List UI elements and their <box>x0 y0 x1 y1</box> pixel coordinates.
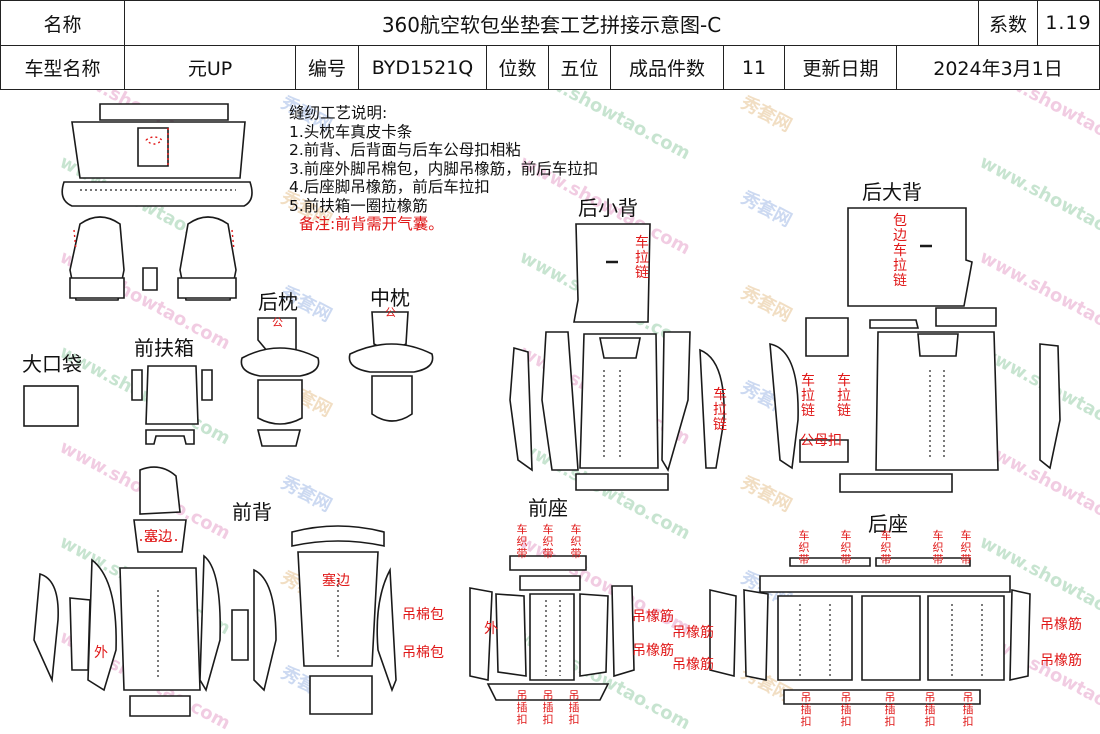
date-value: 2024年3月1日 <box>896 45 1100 90</box>
sewing-notes: 缝纫工艺说明: 1.头枕车真皮卡条 2.前背、后背面与后车公母扣相粘 3.前座外… <box>289 104 598 234</box>
rear-big-back-parts <box>769 207 1061 493</box>
front-seats-overview <box>69 216 237 301</box>
annot-strap-rs-4: 车织带 <box>932 529 944 566</box>
annot-strap-fs-3: 车织带 <box>570 523 582 560</box>
notes-line-5: 5.前扶箱一圈拉橡筋 <box>289 196 428 215</box>
front-back-parts <box>33 466 397 717</box>
big-pocket-part <box>23 385 79 427</box>
annot-cotton-bag-2: 吊棉包 <box>402 645 444 661</box>
pieces-value: 11 <box>723 45 785 90</box>
annot-strap-fs-1: 车织带 <box>516 523 528 560</box>
notes-remark: 备注:前背需开气囊。 <box>299 215 444 233</box>
seats-label: 位数 <box>486 45 549 90</box>
annot-elastic-1: 吊橡筋 <box>632 609 674 625</box>
annot-gong-1: 公 <box>272 316 283 329</box>
label-front-seat: 前座 <box>528 496 568 520</box>
label-front-armrest: 前扶箱 <box>134 336 194 360</box>
annot-elastic-5: 吊橡筋 <box>1040 617 1082 633</box>
annot-buckle-rs-1: 吊插扣 <box>800 691 812 728</box>
rear-small-back-parts <box>509 223 725 491</box>
annot-strap-rs-5: 车织带 <box>960 529 972 566</box>
label-rear-headrest: 后枕 <box>258 290 298 314</box>
annot-elastic-6: 吊橡筋 <box>1040 653 1082 669</box>
notes-line-2: 2.前背、后背面与后车公母扣相粘 <box>289 141 521 159</box>
label-front-back: 前背 <box>232 500 272 524</box>
annot-elastic-4: 吊橡筋 <box>672 657 714 673</box>
annot-gong-2: 公 <box>385 306 396 319</box>
pieces-label: 成品件数 <box>610 45 724 90</box>
mid-headrest-parts <box>348 311 434 422</box>
annot-elastic-3: 吊橡筋 <box>632 643 674 659</box>
annot-outer-2: 外 <box>484 621 498 637</box>
annot-zipper-big-left: 车拉链 <box>801 373 815 419</box>
notes-line-3: 3.前座外脚吊棉包，内脚吊橡筋，前后车拉扣 <box>289 159 599 178</box>
seats-value: 五位 <box>548 45 611 90</box>
annot-buckle-rs-3: 吊插扣 <box>884 691 896 728</box>
annot-buckle-rs-5: 吊插扣 <box>962 691 974 728</box>
annot-zipper-right: 车拉链 <box>713 387 727 433</box>
annot-edge-zipper: 包边车拉链 <box>893 213 907 289</box>
annot-binding-edge-1: 塞边 <box>144 529 172 545</box>
rear-seat-parts <box>709 557 1031 705</box>
annot-strap-fs-2: 车织带 <box>542 523 554 560</box>
annot-zipper-big-right: 车拉链 <box>837 373 851 419</box>
front-armrest-parts <box>131 365 213 445</box>
annot-buckle-fs-2: 吊插扣 <box>542 689 554 726</box>
annot-buckle-fs-3: 吊插扣 <box>568 689 580 726</box>
annot-male-female: 公母扣 <box>800 433 842 449</box>
annot-strap-rs-2: 车织带 <box>840 529 852 566</box>
annot-zipper-small-back: 车拉链 <box>635 235 649 281</box>
annot-cotton-bag-1: 吊棉包 <box>402 607 444 623</box>
front-seat-parts <box>469 555 635 701</box>
notes-line-4: 4.后座脚吊橡筋，前后车拉扣 <box>289 178 490 196</box>
label-mid-headrest: 中枕 <box>370 286 410 310</box>
coef-label: 系数 <box>978 0 1038 46</box>
rear-headrest-parts <box>240 317 320 447</box>
label-rear-seat: 后座 <box>868 512 908 536</box>
annot-outer-1: 外 <box>94 645 108 661</box>
annot-binding-edge-2: 塞边 <box>322 573 350 589</box>
model-value: 元UP <box>124 45 296 90</box>
annot-elastic-2: 吊橡筋 <box>672 625 714 641</box>
annot-buckle-rs-2: 吊插扣 <box>840 691 852 728</box>
name-label: 名称 <box>0 0 125 46</box>
annot-strap-rs-3: 车织带 <box>880 529 892 566</box>
notes-line-1: 1.头枕车真皮卡条 <box>289 122 413 141</box>
label-rear-big-back: 后大背 <box>862 180 922 204</box>
label-big-pocket: 大口袋 <box>22 352 82 376</box>
annot-buckle-fs-1: 吊插扣 <box>516 689 528 726</box>
rear-bench-overview <box>61 103 253 207</box>
annot-strap-rs-1: 车织带 <box>798 529 810 566</box>
notes-title: 缝纫工艺说明: <box>289 104 388 122</box>
annot-buckle-rs-4: 吊插扣 <box>924 691 936 728</box>
label-rear-small-back: 后小背 <box>578 196 638 220</box>
